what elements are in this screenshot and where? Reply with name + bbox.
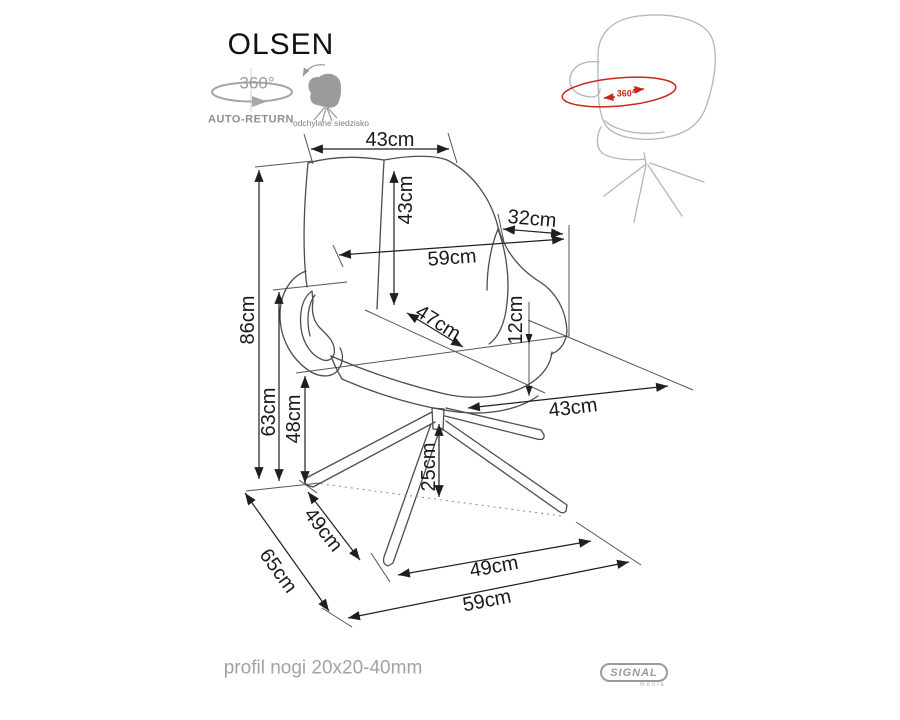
dim-label-back-width: 43cm (365, 129, 415, 151)
dim-label-base-clearance: 25cm (418, 442, 440, 492)
rotation-badge-label: 360° (616, 88, 636, 99)
cushion-arrow-top (525, 334, 533, 344)
page-title: OLSEN (227, 28, 335, 61)
dim-label-back-height: 43cm (395, 175, 417, 225)
dim-label-seat-height: 48cm (283, 394, 305, 444)
dim-label-cushion-height: 12cm (505, 295, 527, 345)
brand-name: SIGNAL (610, 666, 658, 679)
rotation-360-arrow (561, 76, 677, 108)
auto-return-degrees-label: 360° (239, 73, 275, 93)
brand-logo: SIGNAL (600, 663, 668, 682)
leg-profile-note: profil nogi 20x20-40mm (223, 657, 423, 679)
dim-label-total-width: 59cm (426, 245, 478, 271)
auto-return-icon (211, 68, 293, 112)
brand-subtitle: meble (639, 682, 666, 688)
dimension-lines (244, 144, 669, 621)
dim-label-arm-height: 63cm (258, 387, 280, 437)
rotating-chair-illustration (569, 14, 716, 223)
dim-label-total-height: 86cm (237, 295, 259, 345)
tilt-seat-icon (302, 64, 342, 123)
reference-lines (245, 132, 694, 628)
tilt-seat-label: odchylane siedzisko (292, 117, 370, 128)
auto-return-label: AUTO-RETURN (208, 113, 294, 126)
dim-label-arm-length: 32cm (506, 205, 558, 233)
cushion-arrow-bottom (525, 386, 533, 396)
